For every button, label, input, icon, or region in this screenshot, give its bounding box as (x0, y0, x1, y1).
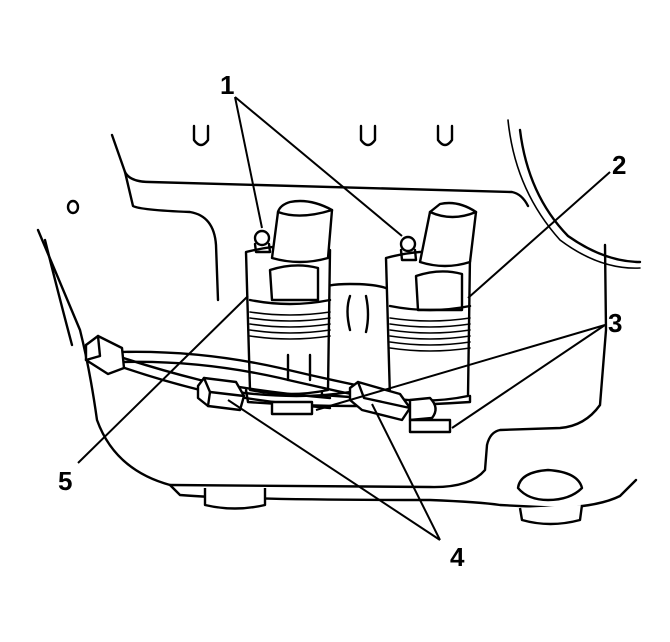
ignition-coil-left (244, 199, 334, 396)
callout-4: 4 (450, 542, 465, 572)
wiring-harness (84, 334, 437, 422)
callouts: 1 2 3 4 5 (58, 70, 626, 572)
callout-5: 5 (58, 466, 72, 496)
connector-right (348, 380, 437, 422)
callout-1: 1 (220, 70, 234, 100)
ignition-coil-pack (244, 199, 478, 408)
leader-lines (77, 96, 611, 541)
ignition-coil-right (384, 201, 478, 402)
callout-2: 2 (612, 150, 626, 180)
coil-id-labels (270, 400, 452, 434)
engine-housing (36, 119, 642, 526)
callout-3: 3 (608, 308, 622, 338)
